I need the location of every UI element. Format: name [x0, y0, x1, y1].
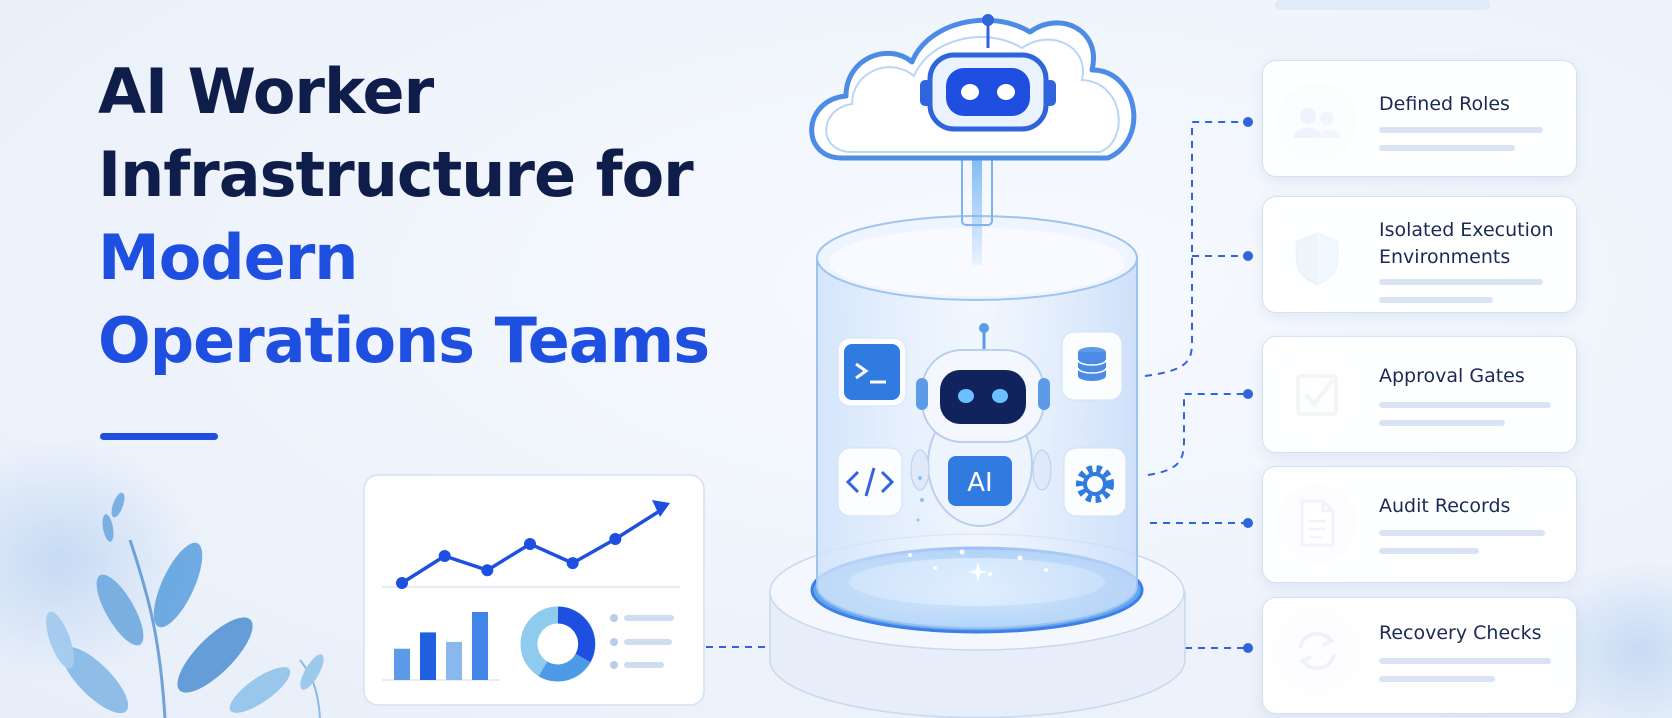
- title-line-4: Operations Teams: [98, 304, 710, 377]
- feature-card-recovery-checks: Recovery Checks: [1262, 597, 1577, 714]
- feature-card-isolated-execution: Isolated Execution Environments: [1262, 196, 1577, 313]
- ai-robot: AI: [910, 323, 1052, 527]
- placeholder-line: [1379, 548, 1479, 554]
- gear-icon: [1063, 447, 1127, 517]
- beam: [972, 150, 982, 265]
- placeholder-line: [1379, 145, 1515, 151]
- placeholder-line: [1379, 530, 1545, 536]
- feature-label: Defined Roles: [1379, 93, 1510, 115]
- title-line-2: Infrastructure for: [98, 138, 694, 211]
- bar: [394, 648, 410, 680]
- database-icon: [1061, 331, 1123, 401]
- placeholder-line: [1379, 676, 1495, 682]
- trend-point: [609, 532, 622, 545]
- trend-point: [524, 537, 536, 550]
- feature-card-audit-records: Audit Records: [1262, 466, 1577, 583]
- feature-card-defined-roles: Defined Roles: [1262, 60, 1577, 177]
- title-line-3: Modern: [98, 221, 358, 294]
- legend-list: [610, 614, 674, 669]
- placeholder-line: [1379, 297, 1493, 303]
- bar: [446, 641, 462, 680]
- terminal-icon: [837, 337, 907, 407]
- robot-icon: [920, 14, 1056, 132]
- bar: [420, 632, 436, 680]
- connector-lines: [706, 121, 1248, 649]
- trend-point: [481, 564, 494, 577]
- analytics-card: [363, 474, 705, 706]
- donut-chart: [520, 606, 596, 682]
- watercolor-wash: [0, 440, 200, 680]
- feature-label: Audit Records: [1379, 495, 1511, 517]
- trend-point: [396, 577, 408, 589]
- title-line-1: AI Worker: [98, 55, 434, 128]
- feature-label: Recovery Checks: [1379, 622, 1542, 644]
- particles: [916, 476, 924, 522]
- placeholder-line: [1379, 279, 1543, 285]
- code-icon: [837, 447, 903, 517]
- placeholder-line: [1379, 420, 1505, 426]
- plant-decoration: [46, 492, 324, 718]
- connector-dots: [1243, 117, 1253, 653]
- bar: [472, 612, 488, 680]
- trend-point: [438, 550, 451, 563]
- trend-point: [566, 557, 579, 570]
- title-underline: [100, 433, 218, 440]
- trend-arrowhead: [652, 500, 670, 517]
- placeholder-line: [1379, 402, 1551, 408]
- feature-label: Isolated Execution Environments: [1379, 219, 1554, 268]
- page-title: AI Worker Infrastructure for Modern Oper…: [98, 50, 710, 382]
- robot-badge-text: AI: [967, 468, 992, 498]
- feature-label: Approval Gates: [1379, 365, 1525, 387]
- placeholder-line: [1379, 658, 1551, 664]
- sparkles: [908, 549, 1048, 582]
- placeholder-line: [1379, 127, 1543, 133]
- feature-card-approval-gates: Approval Gates: [1262, 336, 1577, 453]
